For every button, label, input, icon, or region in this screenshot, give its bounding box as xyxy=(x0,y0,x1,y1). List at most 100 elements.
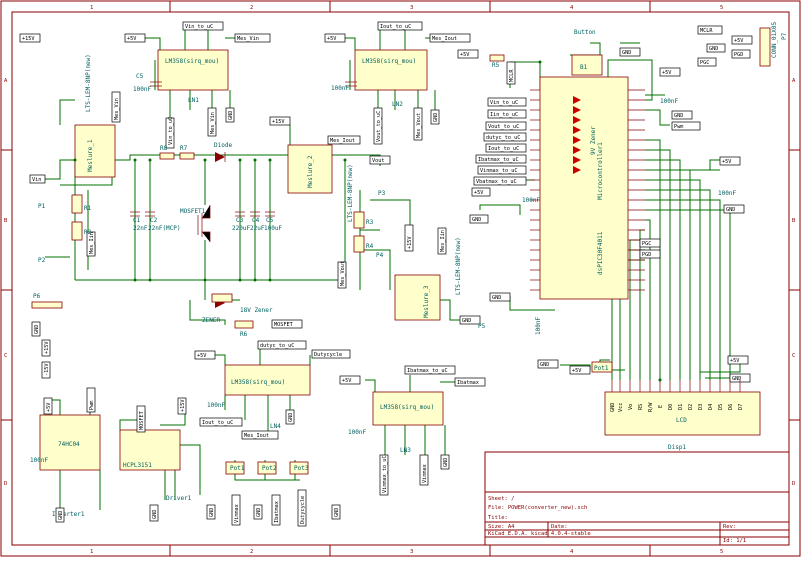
pot-gnd-2-text: GND xyxy=(256,508,262,517)
ln3-vinmax: Vinmax xyxy=(422,464,428,483)
pic-pgc-box xyxy=(639,238,661,248)
col-marker-4: 4 xyxy=(570,5,574,11)
lcd-display[interactable]: LCD Disp1 GND Vcc Vo RS R/W E D0 D1 D2 D… xyxy=(604,380,761,451)
pot-gnd-3-text: GND xyxy=(334,508,340,517)
opamp-ln4[interactable]: LM358(sirq_mou) LN4 +5V dutyc_to_uC Duty… xyxy=(194,340,351,440)
vin-label: Vin xyxy=(32,177,41,183)
pic-in-0: Vin_to_uC xyxy=(490,100,518,106)
pot-vinmax: Vinmax xyxy=(234,504,240,523)
sensor-meslure-3[interactable]: Meslure_3 LTS-LEM-8NP(new) +15V Mes_Iin … xyxy=(394,224,486,330)
driver-mosfet: MOSFET xyxy=(139,411,145,430)
ln2-value: LM358(sirq_mou) xyxy=(362,58,416,65)
pic-pgc: PGC xyxy=(642,241,651,247)
ln1-mes-vin-v: Mes_Vin xyxy=(210,112,216,134)
pic-gnd-right: GND xyxy=(674,113,683,119)
inv-pwm: Pwm xyxy=(89,401,95,410)
microcontroller-dspic[interactable]: dsPIC30F4011 Microcontroller1 9V Zener xyxy=(457,29,745,335)
p2-ref: P2 xyxy=(38,257,46,264)
col-marker-5: 5 xyxy=(720,5,723,11)
r7-ref: R7 xyxy=(180,145,188,152)
lcd-pot-ref: Pot1 xyxy=(594,365,609,372)
ln3-ibatmax-to-uc: Ibatmax_to_uC xyxy=(407,368,448,374)
row-marker-c: C xyxy=(4,353,7,359)
ln4-dutycycle-box xyxy=(311,349,351,359)
pic-value: dsPIC30F4011 xyxy=(597,231,604,275)
pic-p5v-right-box xyxy=(659,67,681,77)
lcd-pin-4: R/W xyxy=(648,402,654,412)
ln2-cap: 100nF xyxy=(331,85,349,92)
ln1-c8: C5 xyxy=(136,73,144,80)
ln1-vin-out-box xyxy=(165,117,175,149)
lcd-pot-p5v-box xyxy=(569,365,591,375)
ln1-p5v: +5V xyxy=(127,36,136,42)
row-marker-d-right: D xyxy=(792,481,795,487)
power-stage[interactable]: C1 22nF C2 22nF(MCP) C3 220uF C4 22uF C5… xyxy=(130,142,303,338)
pic-cap-c11: 100nF xyxy=(535,317,542,335)
ln4-p5v: +5V xyxy=(197,353,206,359)
resistor-r1 xyxy=(71,194,83,214)
driver-hcpl3151[interactable]: HCPL3151 Driver1 MOSFET +15V GND xyxy=(119,397,192,522)
ln3-gnd-box xyxy=(440,454,450,470)
pic-cap-c10: 100nF xyxy=(522,197,540,204)
pickit-pgc: PGC xyxy=(700,60,709,66)
button-b1[interactable] xyxy=(571,54,603,76)
ln4-dutycycle: Dutycycle xyxy=(314,352,342,358)
sensor-meslure-1[interactable]: Meslure_1 LTS-LEM-8NP(new) +15V Mes_Vin … xyxy=(19,33,121,264)
pic-in-2-box xyxy=(485,121,527,131)
c4-val: 22uF xyxy=(250,225,265,232)
resistor-r8 xyxy=(159,152,175,160)
pic-gnd-right2-box xyxy=(723,204,745,214)
sensor3-mes-vin-box xyxy=(437,227,447,255)
lcd-pot[interactable] xyxy=(591,361,613,373)
lcd-pin-6: D0 xyxy=(668,404,674,410)
p6-p15v-box xyxy=(41,339,51,357)
inv-p5v-box xyxy=(43,397,53,415)
inverter-74hc04[interactable]: 74HC04 Inverter1 +5V Pwm GND 100nF xyxy=(30,387,101,523)
potentiometers[interactable]: Pot1 Pot2 Pot3 GND Vinmax GND Ibatmax Du… xyxy=(206,461,341,527)
pic-cap-c3: 100nF xyxy=(660,98,678,105)
pot-gnd-1-text: GND xyxy=(209,508,215,517)
c2-val: 22nF(MCP) xyxy=(148,225,181,232)
pot2[interactable] xyxy=(257,461,277,475)
ln2-p5v: +5V xyxy=(327,36,336,42)
ln4-iout: Iout_to_uC xyxy=(202,420,233,426)
pickit-connector[interactable]: CONN_01X05 P7 MCLR +5V GND PGD PGC xyxy=(697,21,788,67)
pot-gnd-3 xyxy=(331,504,341,520)
button-ref: B1 xyxy=(580,64,588,71)
ln1-vin-to-uc: Vin_to_uC xyxy=(185,24,213,30)
ln3-vinmax-to-uc: Vinmax_to_uC xyxy=(382,456,388,493)
opamp-ln2[interactable]: LM358(sirq_mou) LN2 +5V Iout_to_uC Mes_I… xyxy=(324,21,471,145)
driver-ref: Driver1 xyxy=(166,495,192,502)
sensor-meslure-2[interactable]: Meslure_2 LTS-LEM-8NP(new) Mes_Iout Vout… xyxy=(269,116,391,289)
inv-pwm-box xyxy=(86,387,96,413)
lcd-contrast-pot[interactable]: GND +5V Pot1 +5V GND xyxy=(537,355,751,383)
opamp-ln1[interactable]: LM358(sirq_mou) LN1 +5V Vin_to_uC Mes_Vi… xyxy=(124,21,271,149)
lcd-pin-11: D5 xyxy=(718,404,724,410)
ln4-mes-iout-box xyxy=(241,430,279,440)
ln1-value: LM358(sirq_mou) xyxy=(165,58,219,65)
pot3[interactable] xyxy=(289,461,309,475)
title-date: Date: xyxy=(551,524,568,530)
driver-gnd: GND xyxy=(152,510,158,519)
pickit-p5v-box xyxy=(731,35,753,45)
pot-dutycycle-box xyxy=(297,489,307,527)
connector-p6[interactable]: P6 GND +15V -15V xyxy=(31,293,63,379)
pic-pgd-box xyxy=(639,249,661,259)
pic-pwm: Pwm xyxy=(674,124,683,130)
r5-ref: R5 xyxy=(492,62,500,69)
title-id: Id: 1/1 xyxy=(723,538,746,544)
pic-p5v-right2-box xyxy=(719,156,741,166)
col-marker-4-bottom: 4 xyxy=(570,549,574,555)
pot1[interactable] xyxy=(225,461,245,475)
lcd-pin-12: D6 xyxy=(728,404,734,410)
row-marker-b-right: B xyxy=(792,218,796,224)
pic-cap-c7: 100nF xyxy=(718,190,736,197)
pic-p5v-right: +5V xyxy=(662,70,671,76)
mclr-p5v: +5V xyxy=(460,52,469,58)
opamp-ln3[interactable]: LM358(sirq_mou) LN3 +5V Ibatmax_to_uC Ib… xyxy=(339,365,486,496)
ln4-ref: LN4 xyxy=(270,423,281,430)
c4-ref: C4 xyxy=(252,217,260,224)
ln4-mes-iout: Mes_Iout xyxy=(244,433,269,439)
